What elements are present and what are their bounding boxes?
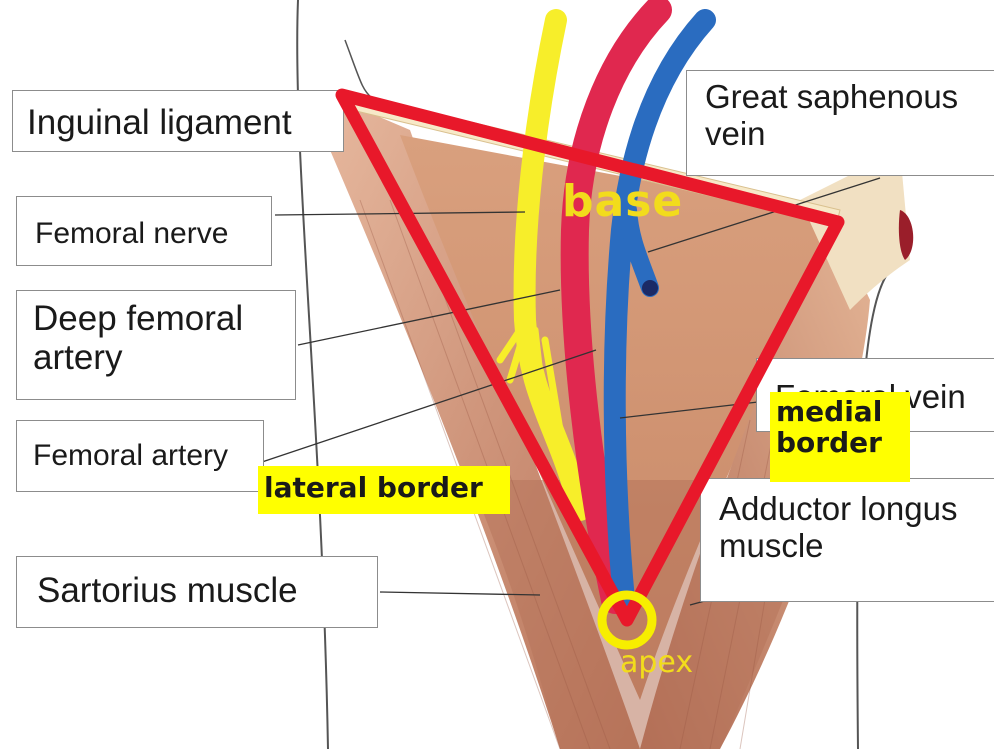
annotation-apex: apex <box>620 645 693 680</box>
annotation-base: base <box>562 176 683 227</box>
femoral-triangle-outline <box>342 95 838 620</box>
